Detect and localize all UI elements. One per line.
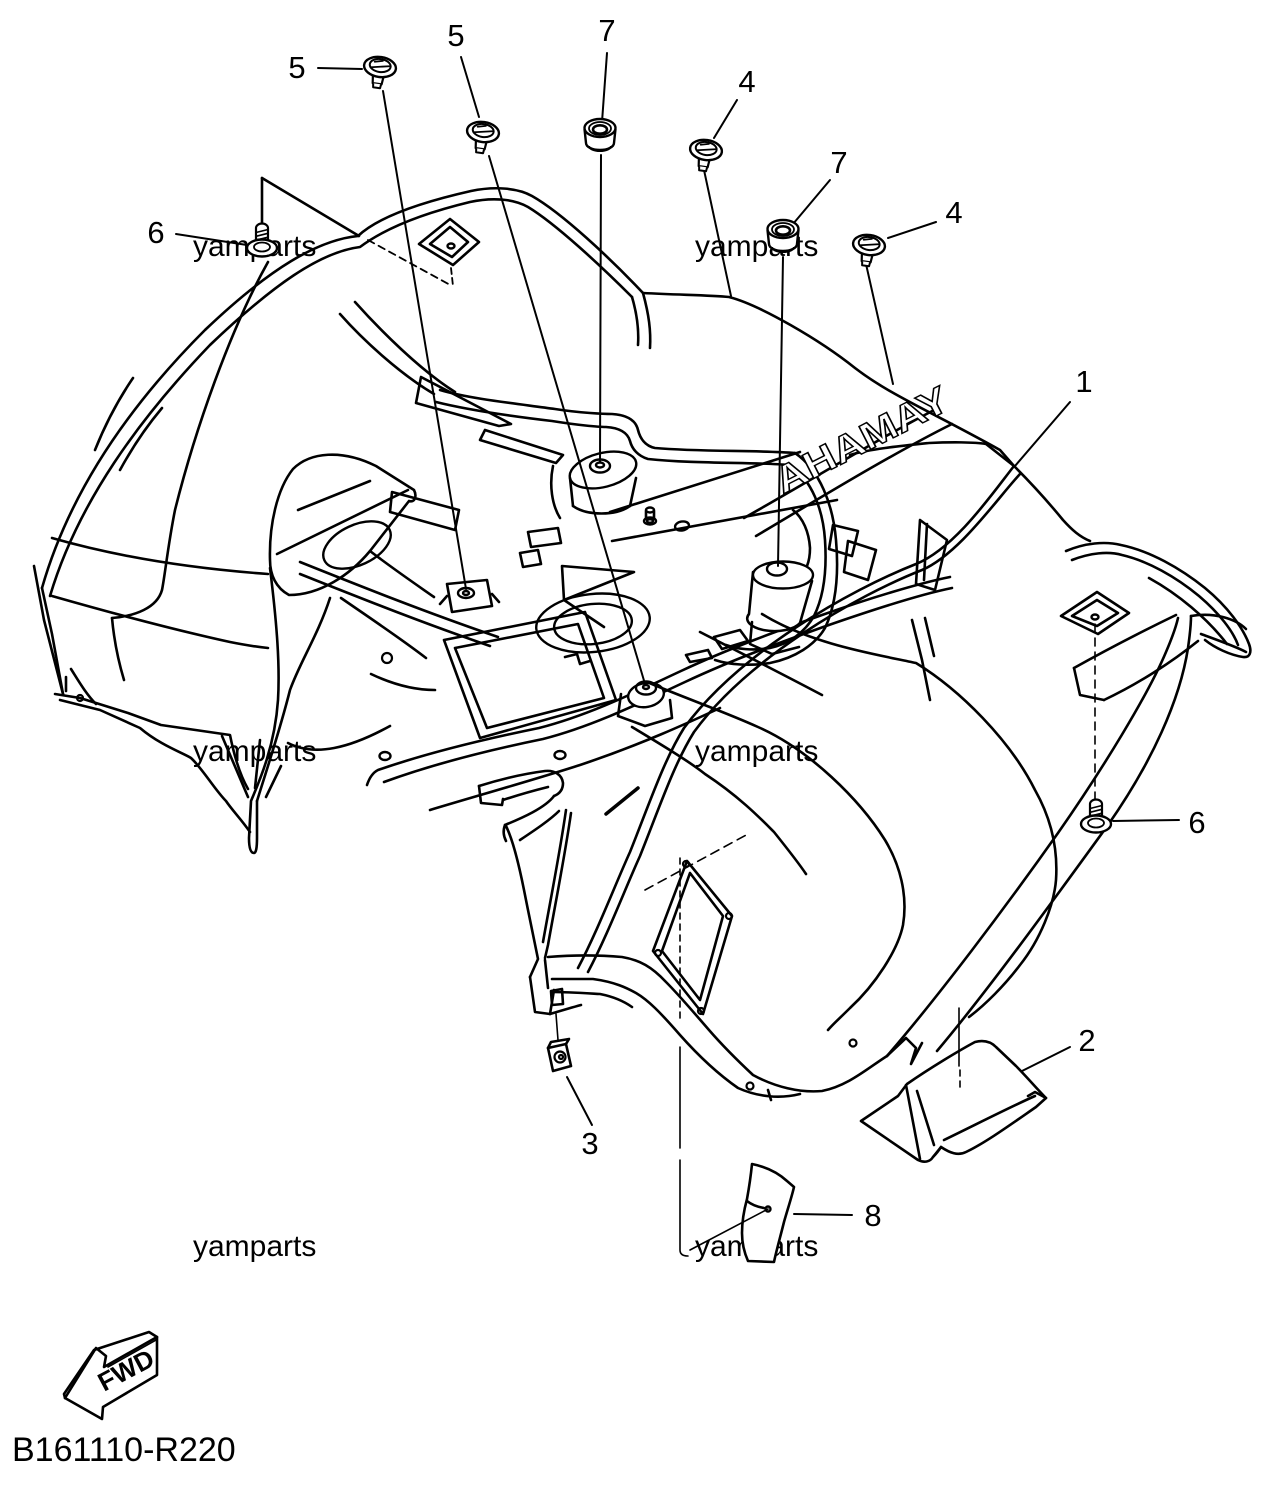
svg-text:7: 7	[830, 145, 847, 180]
svg-text:3: 3	[581, 1126, 598, 1161]
svg-text:7: 7	[598, 13, 615, 48]
svg-text:yamparts: yamparts	[193, 1230, 316, 1263]
svg-text:yamparts: yamparts	[695, 735, 818, 768]
svg-text:5: 5	[288, 50, 305, 85]
svg-text:6: 6	[147, 215, 164, 250]
svg-text:B161110-R220: B161110-R220	[12, 1431, 236, 1469]
svg-text:5: 5	[447, 18, 464, 53]
svg-text:8: 8	[864, 1198, 881, 1233]
svg-text:yamparts: yamparts	[193, 735, 316, 768]
svg-text:yamparts: yamparts	[695, 230, 818, 263]
svg-text:2: 2	[1078, 1023, 1095, 1058]
svg-text:4: 4	[738, 64, 755, 99]
svg-text:6: 6	[1188, 805, 1205, 840]
svg-text:4: 4	[945, 195, 962, 230]
svg-text:1: 1	[1075, 364, 1092, 399]
